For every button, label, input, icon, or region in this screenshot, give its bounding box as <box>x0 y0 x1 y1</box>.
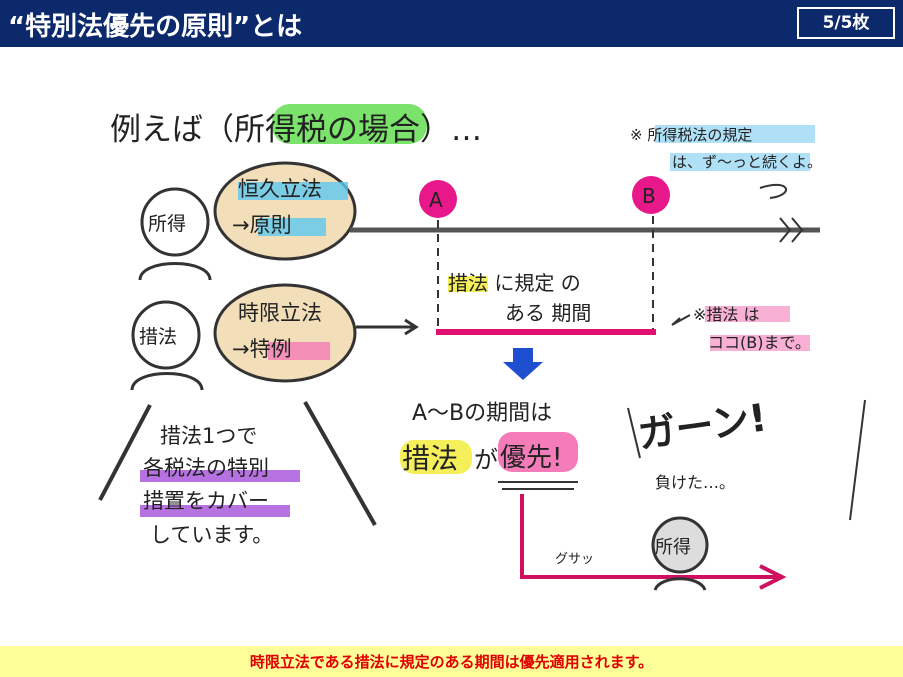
defeated-person-label: 所得 <box>655 537 691 558</box>
pink-highlight <box>268 342 330 360</box>
gaan-sound: ガーン! <box>635 395 769 457</box>
special-case: →特例 <box>232 337 292 361</box>
note-top-line2: は、ず〜っと続くよ。 <box>672 153 822 171</box>
shock-line <box>627 407 641 459</box>
lose-text: 負けた…。 <box>655 473 735 492</box>
permanent-law: 恒久立法 <box>238 177 322 201</box>
stab-sound: グサッ <box>555 552 594 567</box>
note-right-line2: ココ(B)まで。 <box>708 333 811 352</box>
priority-c: 優先! <box>500 443 562 473</box>
pink-highlight <box>710 335 810 351</box>
defeated-person-body <box>653 577 707 591</box>
income-person-head <box>140 187 210 257</box>
period-line2: ある 期間 <box>505 301 591 325</box>
side-line4: しています。 <box>150 523 273 547</box>
special-person-head <box>131 300 201 370</box>
shock-line <box>849 399 866 521</box>
note-highlight <box>670 153 810 171</box>
arrow-head <box>404 318 419 336</box>
hand-drawn-illustration: 例えば（所得税の場合）… ※ 所得税法の規定 は、ず〜っと続くよ。 所得 恒久立… <box>98 104 866 591</box>
pink-highlight <box>705 306 790 322</box>
blue-highlight <box>258 218 326 236</box>
income-person-body <box>138 262 212 281</box>
point-b-marker <box>632 176 670 214</box>
special-person-body <box>130 372 204 391</box>
stab-arrowhead <box>759 564 787 590</box>
ab-period: A〜Bの期間は <box>412 401 552 426</box>
temporary-law-bubble <box>213 283 357 383</box>
period-line1: 措法 に規定 の <box>448 271 581 295</box>
point-a-marker <box>419 180 457 218</box>
priority-b: が <box>474 446 498 474</box>
slide-title: “特別法優先の原則”とは <box>8 12 303 42</box>
special-person-label: 措法 <box>139 326 177 348</box>
side-line3: 措置をカバー <box>143 489 269 513</box>
footer-bar: 時限立法である措法に規定のある期間は優先適用されます。 <box>0 646 903 677</box>
note-arrow <box>671 314 691 326</box>
slash-right <box>303 401 377 526</box>
note-right-line1: ※措法 は <box>693 305 760 324</box>
temporary-law: 時限立法 <box>238 301 322 325</box>
green-highlight <box>272 104 427 144</box>
income-person-label: 所得 <box>148 213 186 235</box>
priority-a: 措法 <box>402 442 458 475</box>
stab-arrow <box>520 494 780 579</box>
note-highlight <box>655 125 815 143</box>
page-indicator: 5/5枚 <box>797 7 895 39</box>
defeated-person-head <box>651 516 709 574</box>
point-a: A <box>429 188 443 212</box>
down-arrow-icon <box>503 348 543 380</box>
note-top-line1: ※ 所得税法の規定 <box>630 126 752 144</box>
side-line1: 措法1つで <box>160 424 257 448</box>
yellow-highlight <box>448 276 488 292</box>
pink-highlight <box>498 432 578 472</box>
curl-arrow <box>759 183 787 199</box>
footer-text: 時限立法である措法に規定のある期間は優先適用されます。 <box>249 653 654 671</box>
slash-left <box>98 404 152 501</box>
purple-highlight <box>140 470 300 482</box>
side-line2: 各税法の特別 <box>143 456 269 480</box>
purple-highlight <box>140 505 290 517</box>
intro-text: 例えば（所得税の場合）… <box>110 112 482 148</box>
point-b: B <box>642 184 656 208</box>
break-mark <box>779 217 804 243</box>
title-bar: “特別法優先の原則”とは 5/5枚 <box>0 0 903 47</box>
blue-highlight <box>238 182 348 200</box>
yellow-highlight <box>400 440 472 474</box>
principle: →原則 <box>232 213 292 237</box>
